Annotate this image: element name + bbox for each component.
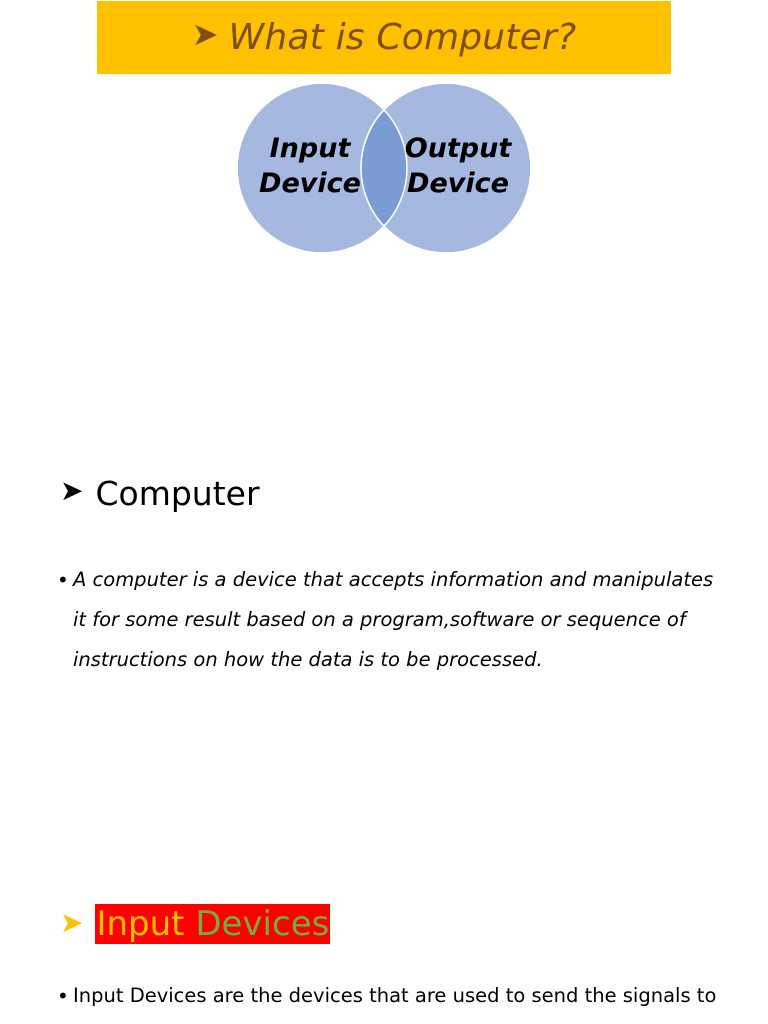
computer-definition-text: A computer is a device that accepts info… bbox=[73, 568, 714, 671]
heading-word-devices-text: Devices bbox=[195, 904, 330, 944]
heading-word-input: Input bbox=[96, 904, 185, 944]
heading-text: Computer bbox=[95, 474, 260, 513]
title-banner: ➤ What is Computer? bbox=[97, 1, 671, 74]
section-heading-input-devices: ➤ Input Devices bbox=[60, 904, 331, 944]
arrow-bullet-icon: ➤ bbox=[191, 14, 219, 53]
venn-diagram: Input Device Output Device bbox=[232, 78, 536, 258]
venn-outline-output bbox=[360, 82, 532, 254]
arrow-bullet-icon: ➤ bbox=[60, 905, 84, 939]
bullet-icon: • bbox=[57, 568, 69, 592]
computer-definition: • A computer is a device that accepts in… bbox=[57, 560, 727, 680]
venn-label-output: Output Device bbox=[404, 133, 512, 199]
section-heading-computer: ➤ Computer bbox=[60, 474, 260, 513]
heading-highlight: Input Devices bbox=[95, 904, 331, 944]
venn-label-input: Input Device bbox=[259, 133, 361, 199]
venn-circles bbox=[236, 82, 532, 254]
input-devices-definition-text: Input Devices are the devices that are u… bbox=[73, 984, 717, 1007]
bullet-icon: • bbox=[57, 984, 69, 1008]
page-title: What is Computer? bbox=[228, 17, 577, 58]
venn-outline-input bbox=[236, 82, 408, 254]
input-devices-definition: • Input Devices are the devices that are… bbox=[57, 976, 747, 1016]
heading-word-devices: Devices bbox=[185, 904, 330, 944]
arrow-bullet-icon: ➤ bbox=[60, 474, 84, 507]
